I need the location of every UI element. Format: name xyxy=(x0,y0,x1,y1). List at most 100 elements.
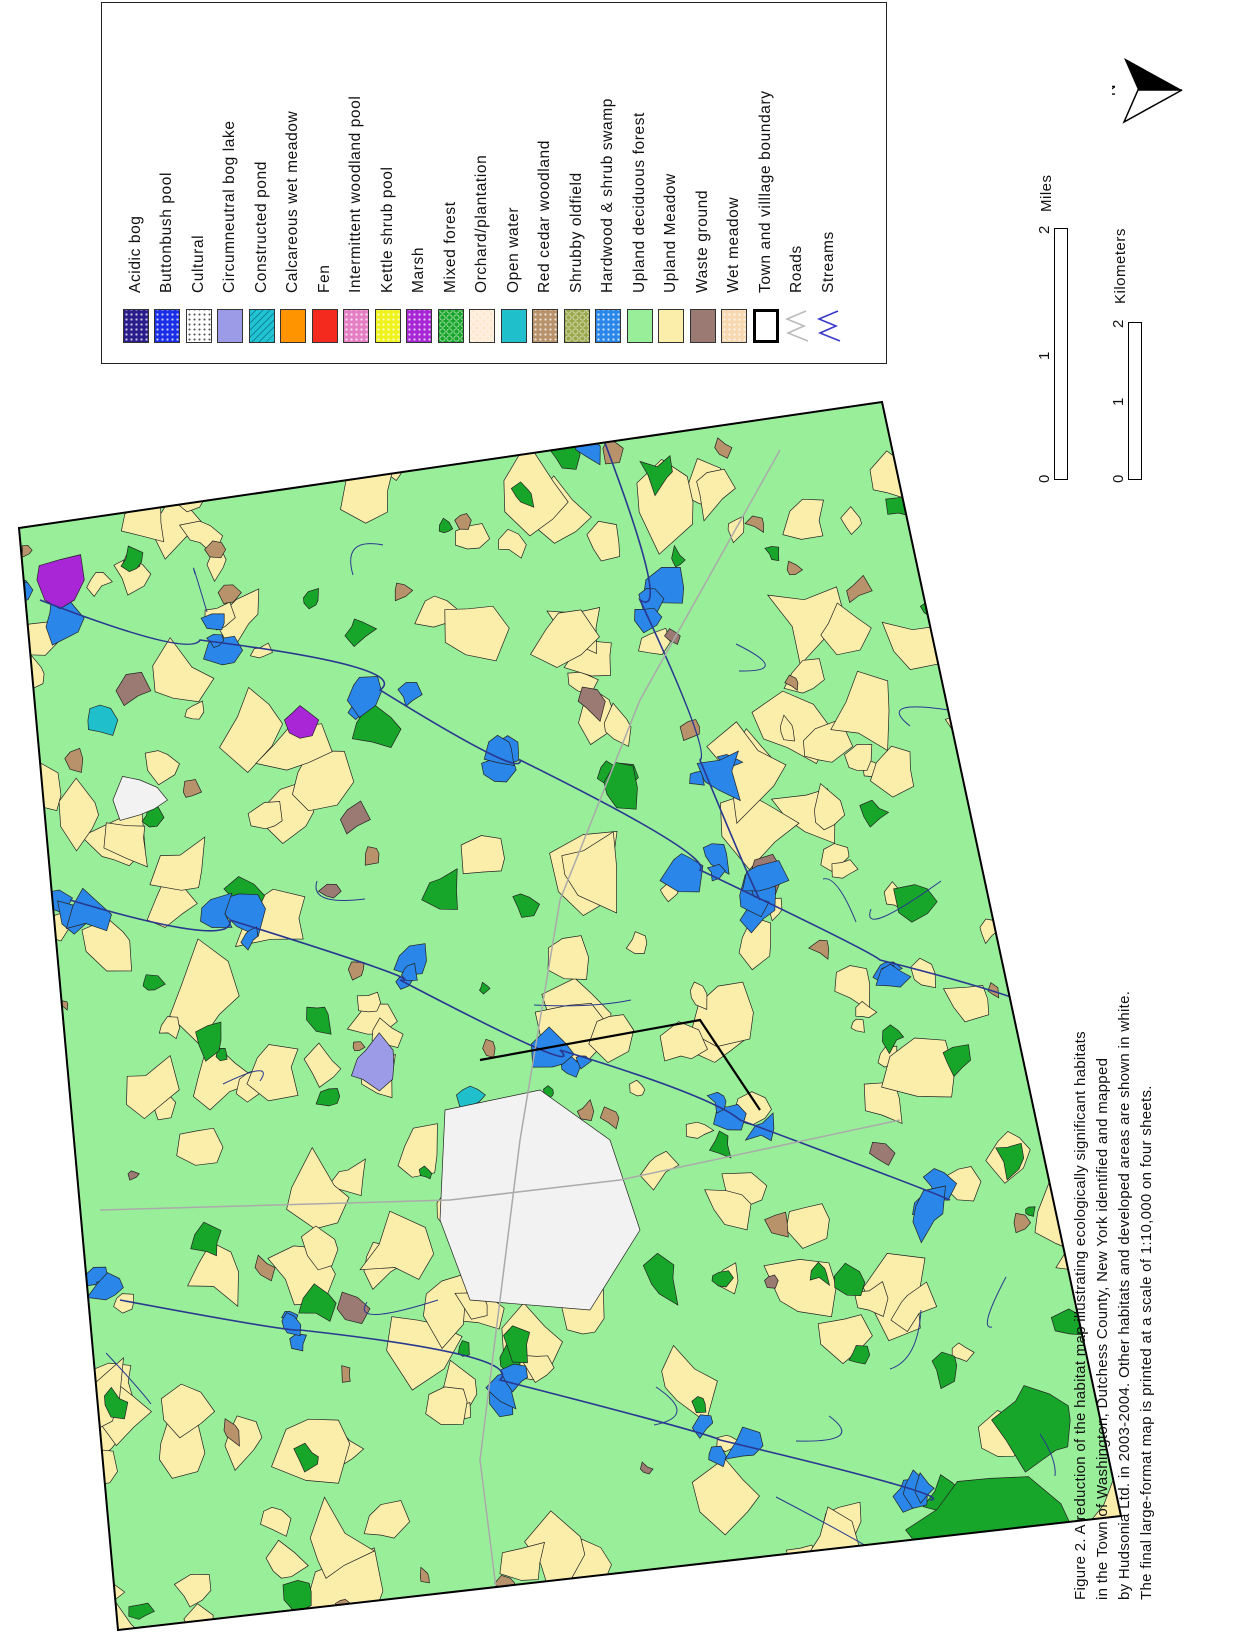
legend-label: Mixed forest xyxy=(441,201,459,293)
meadow-patch xyxy=(499,1541,545,1581)
swamp-patch xyxy=(289,1333,307,1352)
legend-swatch xyxy=(280,309,307,343)
waste-ground-patch xyxy=(640,1461,654,1475)
legend-item: Upland deciduous forest xyxy=(624,3,656,343)
red-cedar-patch xyxy=(877,1546,903,1573)
legend-swatch xyxy=(217,309,244,343)
waste-ground-patch xyxy=(127,1170,140,1181)
red-cedar-patch xyxy=(784,674,799,691)
legend-swatch xyxy=(185,309,212,343)
legend-swatch xyxy=(784,309,810,343)
mixed-forest-patch xyxy=(236,442,255,458)
meadow-patch xyxy=(685,1121,715,1139)
meadow-patch xyxy=(1002,537,1061,602)
meadow-patch xyxy=(951,1342,975,1362)
red-cedar-patch xyxy=(223,1418,240,1447)
swamp-patch xyxy=(659,853,704,893)
meadow-patch xyxy=(881,1037,955,1098)
meadow-patch xyxy=(246,1044,299,1102)
scale-km-tick: 0 xyxy=(1110,474,1127,483)
caption-line: Figure 2. A reduction of the habitat map… xyxy=(1072,1031,1089,1600)
legend-swatch xyxy=(311,309,338,343)
legend-label: Kettle shrub pool xyxy=(378,166,396,293)
mixed-forest-patch xyxy=(190,1221,222,1257)
red-cedar-patch xyxy=(364,846,380,866)
red-cedar-patch xyxy=(744,515,764,533)
legend-swatch xyxy=(532,309,559,343)
meadow-patch xyxy=(184,700,205,720)
mixed-forest-patch xyxy=(882,1024,905,1055)
red-cedar-patch xyxy=(807,939,829,960)
mixed-forest-patch xyxy=(691,1396,707,1413)
swamp-patch xyxy=(400,962,418,982)
legend-label: Buttonbush pool xyxy=(158,171,176,293)
mixed-forest-patch xyxy=(711,1270,734,1288)
legend-item: Shrubby oldfield xyxy=(561,3,593,343)
developed-area xyxy=(112,775,169,821)
red-cedar-patch xyxy=(1030,565,1064,593)
mixed-forest-patch xyxy=(303,588,319,610)
swamp-patch xyxy=(86,1272,124,1301)
road-line xyxy=(99,1119,901,1211)
meadow-patch xyxy=(830,670,890,752)
meadow-patch xyxy=(1032,963,1063,990)
meadow-patch xyxy=(187,1241,239,1308)
meadow-patch xyxy=(844,743,873,772)
meadow-patch xyxy=(629,1079,646,1097)
meadow-patch xyxy=(766,586,845,666)
waste-ground-patch xyxy=(339,800,371,835)
mixed-forest-patch xyxy=(421,868,458,910)
mixed-forest-patch xyxy=(1050,549,1066,568)
mixed-forest-patch xyxy=(639,455,673,497)
red-cedar-patch xyxy=(679,719,700,741)
mixed-forest-patch xyxy=(418,1165,433,1180)
meadow-patch xyxy=(696,468,736,522)
mixed-forest-patch xyxy=(859,799,890,828)
legend-label: Calcareous wet meadow xyxy=(284,110,302,293)
meadow-patch xyxy=(292,750,355,812)
legend-item: Kettle shrub pool xyxy=(372,3,404,343)
meadow-patch xyxy=(65,1440,96,1474)
legend-swatch xyxy=(154,309,181,343)
mixed-forest-patch xyxy=(503,1325,531,1364)
meadow-patch xyxy=(359,1210,435,1280)
stream-line xyxy=(986,1276,1007,1328)
meadow-patch xyxy=(831,859,859,879)
meadow-patch xyxy=(176,1127,224,1166)
stream-line xyxy=(533,999,632,1007)
scale-km-tick: 1 xyxy=(1110,397,1127,406)
stream-line xyxy=(795,1415,843,1442)
legend-item: Wet meadow xyxy=(719,3,751,343)
waste-ground-patch xyxy=(317,883,342,899)
meadow-patch xyxy=(547,935,589,980)
red-cedar-patch xyxy=(204,540,227,559)
red-cedar-patch xyxy=(182,779,202,798)
meadow-patch xyxy=(588,1014,634,1064)
mixed-forest-patch xyxy=(1040,779,1059,799)
meadow-patch xyxy=(780,714,795,742)
legend-label: Marsh xyxy=(410,246,428,293)
swamp-patch xyxy=(346,676,382,718)
legend-swatch xyxy=(752,309,779,343)
stream-line xyxy=(363,1299,439,1315)
meadow-patch xyxy=(782,498,824,540)
caption-line: The final large-format map is printed at… xyxy=(1138,1085,1155,1600)
road-line xyxy=(479,1139,521,1621)
legend-swatch xyxy=(343,309,370,343)
stream-line xyxy=(193,567,208,613)
legend-swatch xyxy=(500,309,527,343)
mixed-forest-patch xyxy=(1039,1006,1066,1035)
stream-line xyxy=(39,599,1083,1041)
scale-bars: 0 1 2 Miles 0 1 2 Kilometers xyxy=(1030,140,1170,500)
meadow-patch xyxy=(345,402,406,436)
legend-label: Red cedar woodland xyxy=(536,140,554,293)
swamp-patch xyxy=(914,1472,935,1504)
mixed-forest-patch xyxy=(50,1377,85,1427)
meadow-patch xyxy=(659,1021,708,1062)
red-cedar-patch xyxy=(82,466,105,488)
meadow-patch xyxy=(890,1281,938,1333)
legend-swatch xyxy=(374,309,401,343)
legend-swatch xyxy=(595,309,622,343)
meadow-patch xyxy=(169,938,240,1045)
